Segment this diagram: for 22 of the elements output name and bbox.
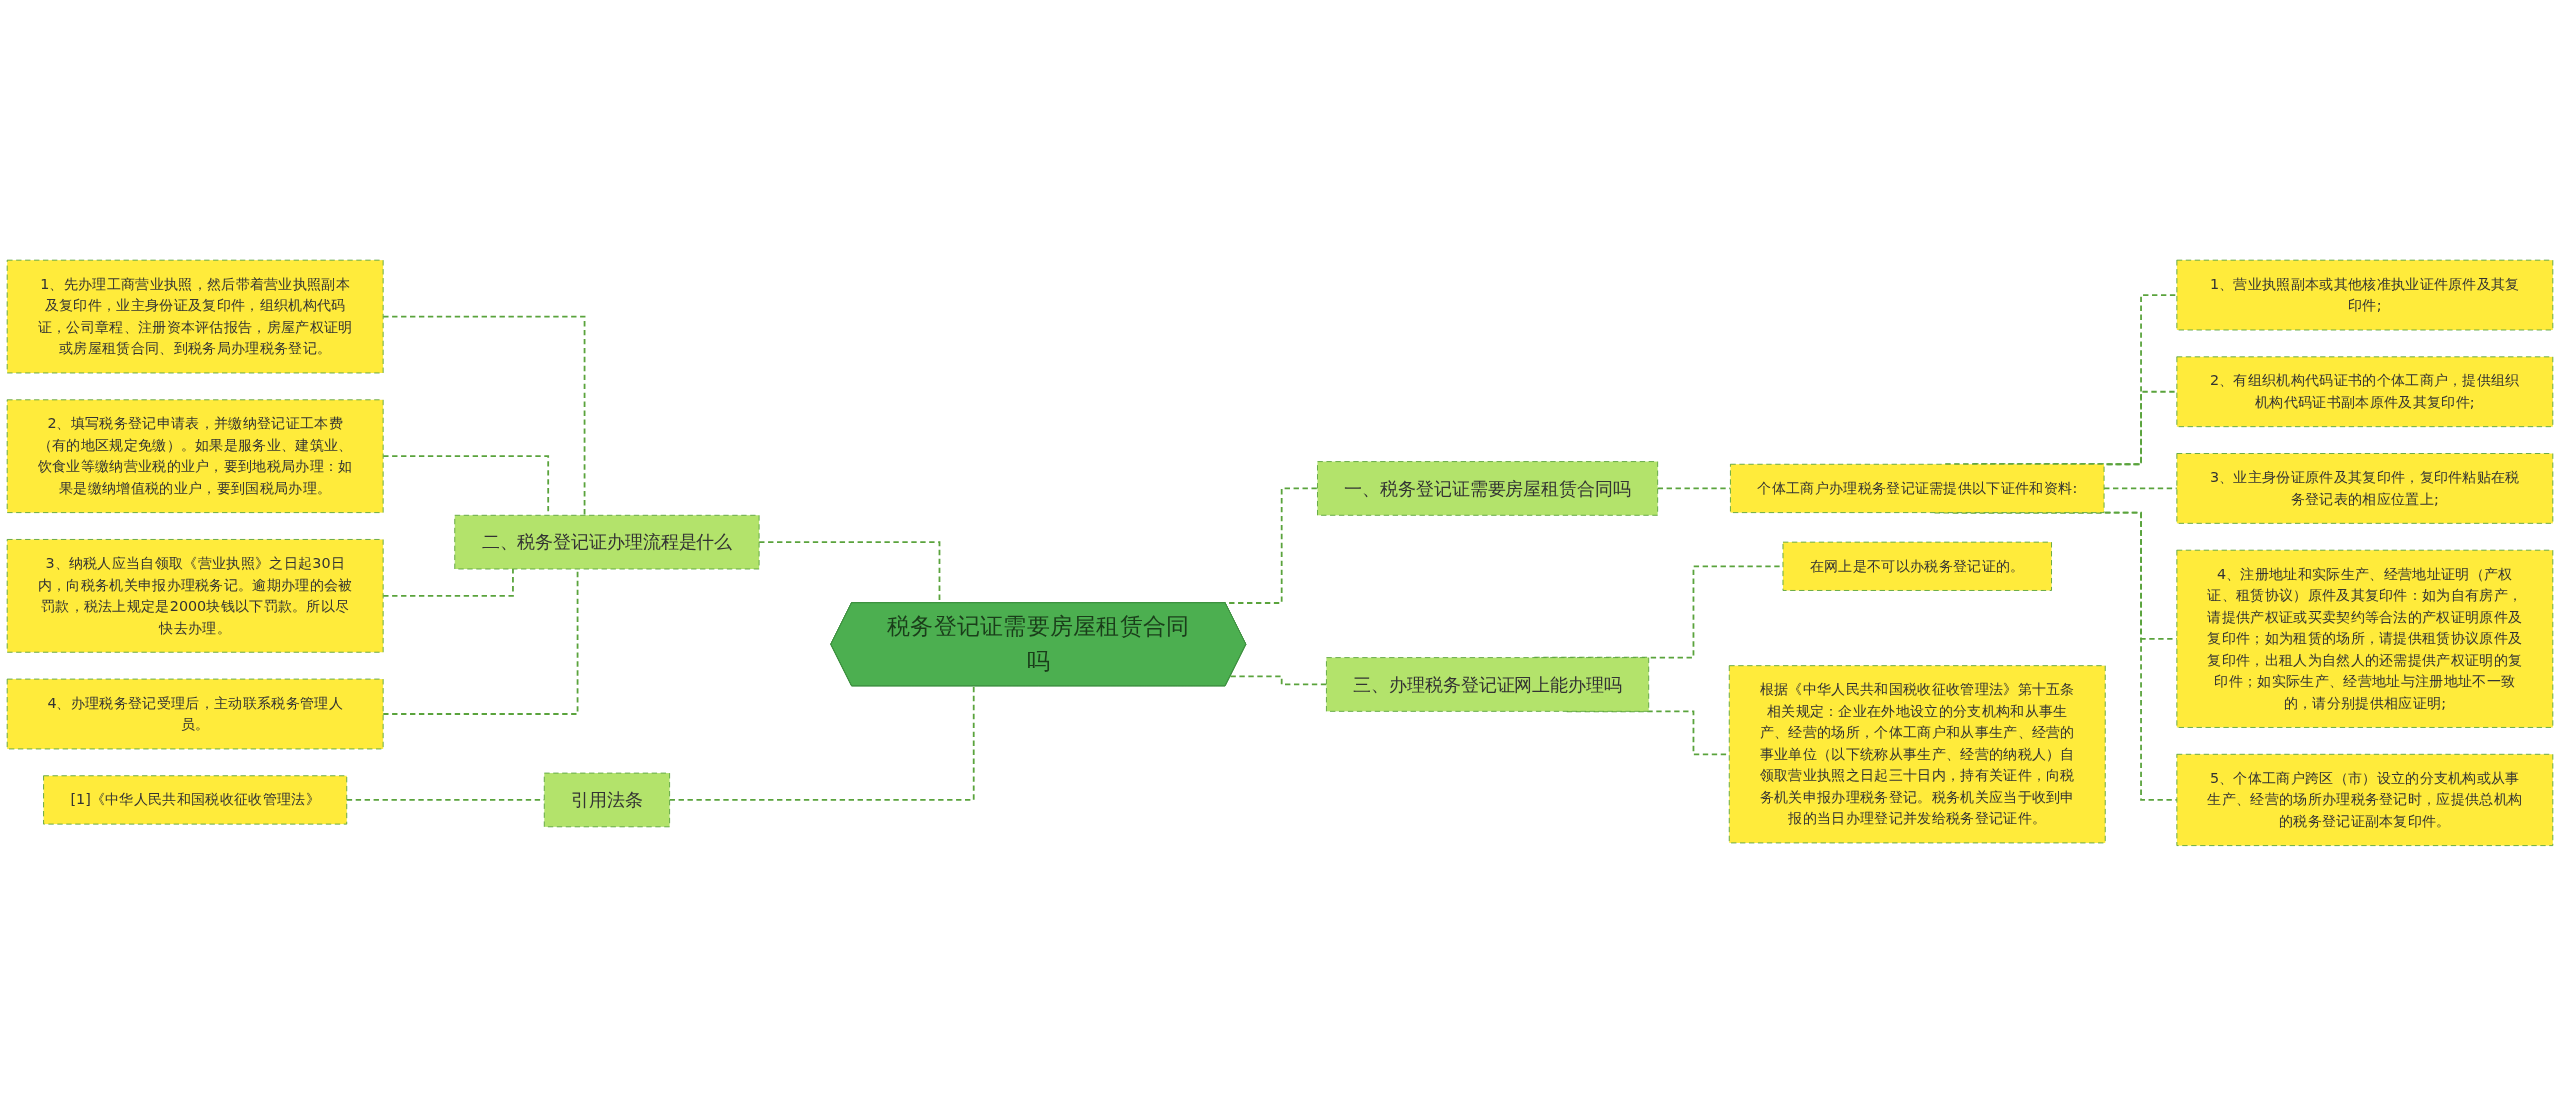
node-box: 1、营业执照副本或其他核准执业证件原件及其复印件; [2176,259,2554,331]
node-box: 1、先办理工商营业执照，然后带着营业执照副本及复印件，业主身份证及复印件，组织机构代码证，公司章程、注册资本评估报告，房屋产权证明或房屋租赁合同、到税务局办理税务登记。 [6,259,384,374]
connector [382,568,514,597]
node-box: 5、个体工商户跨区（市）设立的分支机构或从事生产、经营的场所办理税务登记时，应提供总机构的税务登记证副本复印件。 [2176,753,2554,847]
node-box: 2、填写税务登记申请表，并缴纳登记证工本费（有的地区规定免缴）。如果是服务业、建筑业、饮食业等缴纳营业税的业户，要到地税局办理：如果是缴纳增值税的业户，要到国税局办理。 [6,399,384,514]
connector [668,685,975,801]
node-box: [1]《中华人民共和国税收征收管理法》 [43,775,348,825]
node-box: 个体工商户办理税务登记证需提供以下证件和资料: [1730,463,2105,514]
node-box: 3、业主身份证原件及其复印件，复印件粘贴在税务登记表的相应位置上; [2176,453,2554,524]
node-box: 4、注册地址和实际生产、经营地址证明（产权证、租赁协议）原件及其复印件：如为自有房产，请提供产权证或买卖契约等合法的产权证明原件及复印件；如为租赁的场所，请提供租赁协议原件及复印件，出租人为自然人的还需提供产权证明的复印件；如实际生产、经营地址与注册地址不一致的，请分别提供相应证明; [2176,549,2554,728]
node-box: 根据《中华人民共和国税收征收管理法》第十五条相关规定：企业在外地设立的分支机构和从事生产、经营的场所，个体工商户和从事生产、经营的事业单位（以下统称从事生产、经营的纳税人）自领取营业执照之日起三十日内，持有关证件，向税务机关申报办理税务登记。税务机关应当于收到申报的当日办理登记并发给税务登记证件。 [1728,665,2106,844]
node-box: 在网上是不可以办税务登记证的。 [1782,541,2052,592]
node-box: 二、税务登记证办理流程是什么 [454,514,760,570]
node-box: 2、有组织机构代码证书的个体工商户，提供组织机构代码证书副本原件及其复印件; [2176,356,2554,428]
node-box: 3、纳税人应当自领取《营业执照》之日起30日内，向税务机关申报办理税务记。逾期办理的会被罚款，税法上规定是2000块钱以下罚款。所以尽快去办理。 [6,539,384,653]
connector [382,315,586,517]
node-box: 4、办理税务登记受理后，主动联系税务管理人员。 [6,678,384,750]
node-box: 三、办理税务登记证网上能办理吗 [1326,657,1650,712]
connector [1229,675,1328,686]
connector [382,568,579,715]
node-box: 一、税务登记证需要房屋租赁合同吗 [1317,461,1659,516]
node-box: 引用法条 [543,772,671,828]
